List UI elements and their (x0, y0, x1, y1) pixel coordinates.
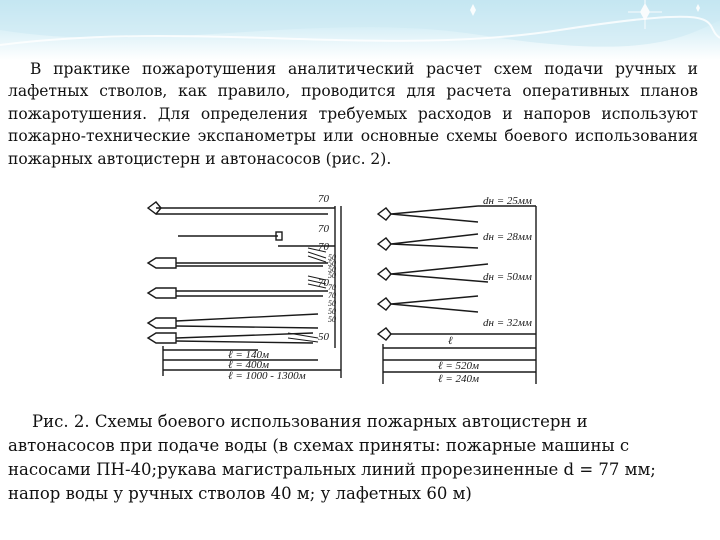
pump-truck-icon (146, 313, 319, 329)
dimension-label: ℓ = 400м (228, 359, 269, 371)
side-label: 70 (328, 283, 336, 292)
side-label: 50 (328, 299, 336, 308)
pump-truck-icon (376, 327, 536, 341)
diameter-label: dн = 28мм (483, 231, 532, 243)
dimension-label: ℓ (448, 335, 453, 347)
side-label: 50 (328, 271, 336, 280)
caption-line-1: Рис. 2. Схемы боевого использования пожа… (32, 412, 588, 431)
diameter-label: dн = 50мм (483, 271, 532, 283)
caption-body: автонасосов при подаче воды (в схемах пр… (8, 436, 656, 503)
pump-truck-icon (376, 295, 479, 313)
branch-label: 70 (318, 193, 330, 205)
bottom-label: 50 (318, 331, 330, 343)
pump-truck-icon (376, 233, 479, 251)
side-label: 50 (328, 259, 336, 268)
header-decoration (0, 0, 720, 60)
branch-label: 70 (318, 223, 330, 235)
fire-engine-schemes-figure: 70 70 70 70 50 50 50 50 70 70 50 50 50 5… (146, 193, 537, 385)
pump-truck-icon (376, 263, 489, 283)
side-label: 50 (328, 307, 336, 316)
right-scheme (376, 205, 537, 384)
dimension-label: ℓ = 140м (228, 349, 269, 361)
side-label: 50 (328, 253, 336, 262)
pump-truck-icon (146, 287, 328, 299)
diameter-label: dн = 32мм (483, 317, 532, 329)
pump-truck-icon (376, 205, 536, 223)
intro-paragraph: В практике пожаротушения аналитический р… (8, 60, 698, 168)
side-label: 70 (328, 291, 336, 300)
pump-truck-icon (146, 257, 328, 269)
branch-label: 70 (318, 241, 330, 253)
dimension-label: ℓ = 520м (438, 360, 479, 372)
figure-caption: Рис. 2. Схемы боевого использования пожа… (8, 410, 708, 506)
diameter-label: dн = 25мм (483, 195, 532, 207)
side-label: 50 (328, 315, 336, 324)
left-scheme (146, 201, 342, 378)
dimension-label: ℓ = 240м (438, 373, 479, 385)
side-label: 50 (328, 265, 336, 274)
branch-label: 70 (318, 277, 330, 289)
dimension-label: ℓ = 1000 - 1300м (228, 370, 306, 382)
